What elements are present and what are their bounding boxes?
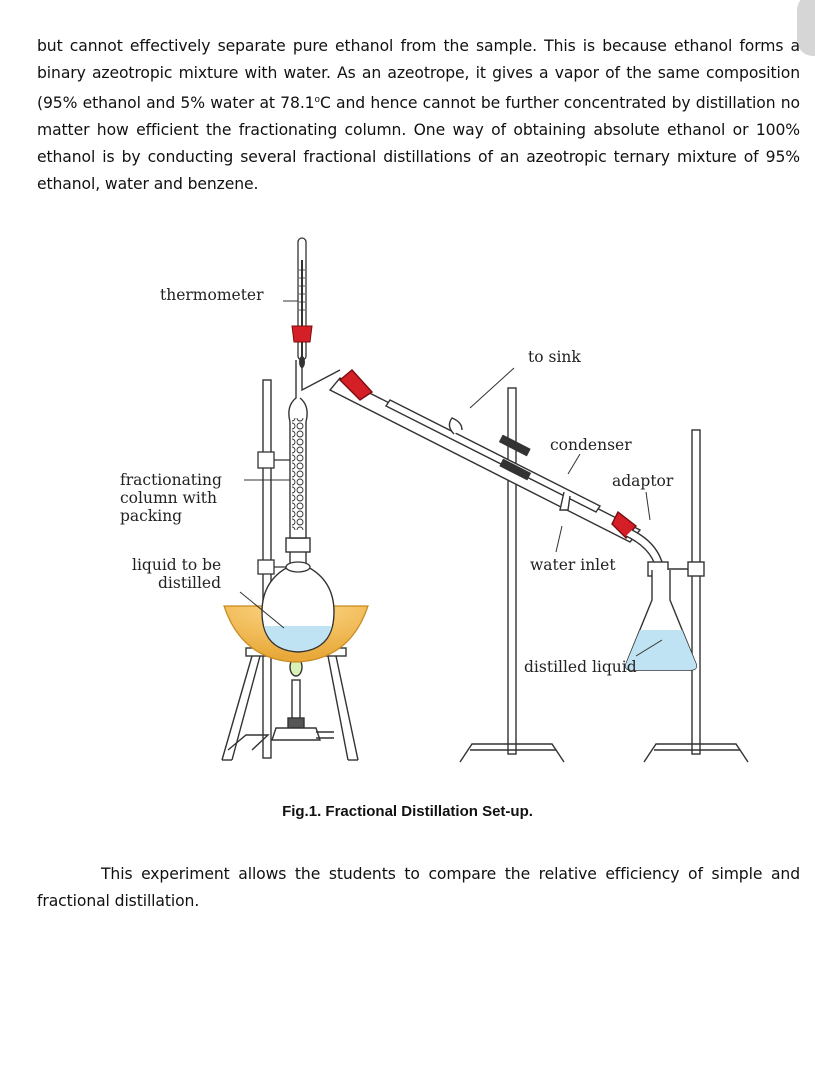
label-column-line3: packing [120, 507, 182, 525]
left-clamps [257, 451, 311, 575]
label-to-sink: to sink [528, 348, 581, 366]
label-column-line1: fractionating [120, 471, 222, 489]
thermometer [291, 237, 313, 368]
label-distilled-liquid: distilled liquid [524, 658, 637, 676]
intro-paragraph: but cannot effectively separate pure eth… [37, 37, 800, 194]
bunsen-burner [271, 657, 334, 741]
label-liquid-line1: liquid to be [132, 556, 221, 574]
figure-caption: Fig.1. Fractional Distillation Set-up. [282, 803, 533, 820]
label-adaptor: adaptor [612, 472, 674, 490]
fractional-distillation-figure: thermometer to sink condenser adaptor fr… [120, 237, 749, 763]
label-condenser: condenser [550, 436, 632, 454]
closing-paragraph: This experiment allows the students to c… [37, 865, 800, 910]
label-column-line2: column with [120, 489, 217, 507]
label-water-inlet: water inlet [530, 556, 616, 574]
round-bottom-flask [261, 537, 335, 653]
condenser [328, 369, 642, 543]
fractionating-column [288, 350, 341, 539]
conical-flask [624, 570, 698, 671]
middle-ring-stand [459, 387, 565, 763]
label-liquid-line2: distilled [158, 574, 221, 592]
label-thermometer: thermometer [160, 286, 264, 304]
page-corner-tab [797, 0, 815, 56]
figure-labels: thermometer to sink condenser adaptor fr… [120, 286, 674, 676]
